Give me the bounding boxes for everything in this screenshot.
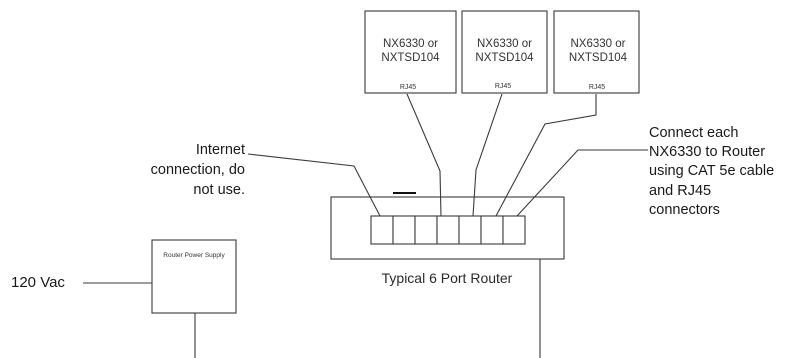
router-port-4 bbox=[436, 215, 460, 245]
device-3-port-label: RJ45 bbox=[589, 84, 605, 91]
device-1-name-line2: NXTSD104 bbox=[381, 52, 440, 64]
router-port-7 bbox=[502, 215, 526, 245]
connect-note-line1: Connect each bbox=[649, 125, 738, 141]
connect-note: Connect each NX6330 to Router using CAT … bbox=[649, 125, 774, 218]
internet-note-line2: connection, do bbox=[151, 162, 245, 178]
internet-note-line1: Internet bbox=[196, 142, 245, 158]
device-2-port-label: RJ45 bbox=[495, 83, 511, 90]
power-supply-box bbox=[151, 239, 237, 314]
connect-note-leader bbox=[516, 149, 648, 217]
internet-note: Internet connection, do not use. bbox=[151, 142, 245, 198]
router-port-5 bbox=[458, 215, 482, 245]
device-3-name-line2: NXTSD104 bbox=[569, 52, 628, 64]
device-1-port-label: RJ45 bbox=[400, 84, 416, 91]
wire-device-3 bbox=[495, 94, 597, 217]
wire-device-1 bbox=[406, 93, 442, 217]
internet-note-leader bbox=[247, 153, 381, 217]
device-1-name-line1: NX6330 or bbox=[383, 38, 438, 50]
device-2: NX6330 or NXTSD104 RJ45 bbox=[461, 10, 548, 94]
device-1: NX6330 or NXTSD104 RJ45 bbox=[364, 10, 457, 94]
device-2-box bbox=[461, 10, 548, 94]
internet-note-line3: not use. bbox=[193, 182, 245, 198]
device-3: NX6330 or NXTSD104 RJ45 bbox=[553, 10, 640, 94]
power-input-label: 120 Vac bbox=[11, 274, 65, 291]
device-3-name-line1: NX6330 or bbox=[571, 38, 626, 50]
router-label: Typical 6 Port Router bbox=[382, 270, 513, 286]
router: Typical 6 Port Router bbox=[330, 192, 565, 286]
router-port-6 bbox=[480, 215, 504, 245]
router-port-3 bbox=[414, 215, 438, 245]
connect-note-line4: and RJ45 bbox=[649, 183, 711, 199]
connect-note-line5: connectors bbox=[649, 202, 720, 218]
power-supply-label: Router Power Supply bbox=[163, 252, 225, 259]
power-supply: Router Power Supply bbox=[151, 239, 237, 358]
device-3-box bbox=[553, 10, 640, 94]
power-input: 120 Vac bbox=[11, 274, 152, 291]
device-1-box bbox=[364, 10, 457, 94]
device-2-name-line2: NXTSD104 bbox=[475, 52, 534, 64]
router-port-2 bbox=[392, 215, 416, 245]
connect-note-line2: NX6330 to Router bbox=[649, 144, 765, 160]
router-port-strip bbox=[370, 215, 526, 245]
connect-note-line3: using CAT 5e cable bbox=[649, 163, 774, 179]
wire-device-2 bbox=[472, 93, 503, 217]
router-port-1 bbox=[370, 215, 394, 245]
device-2-name-line1: NX6330 or bbox=[477, 38, 532, 50]
